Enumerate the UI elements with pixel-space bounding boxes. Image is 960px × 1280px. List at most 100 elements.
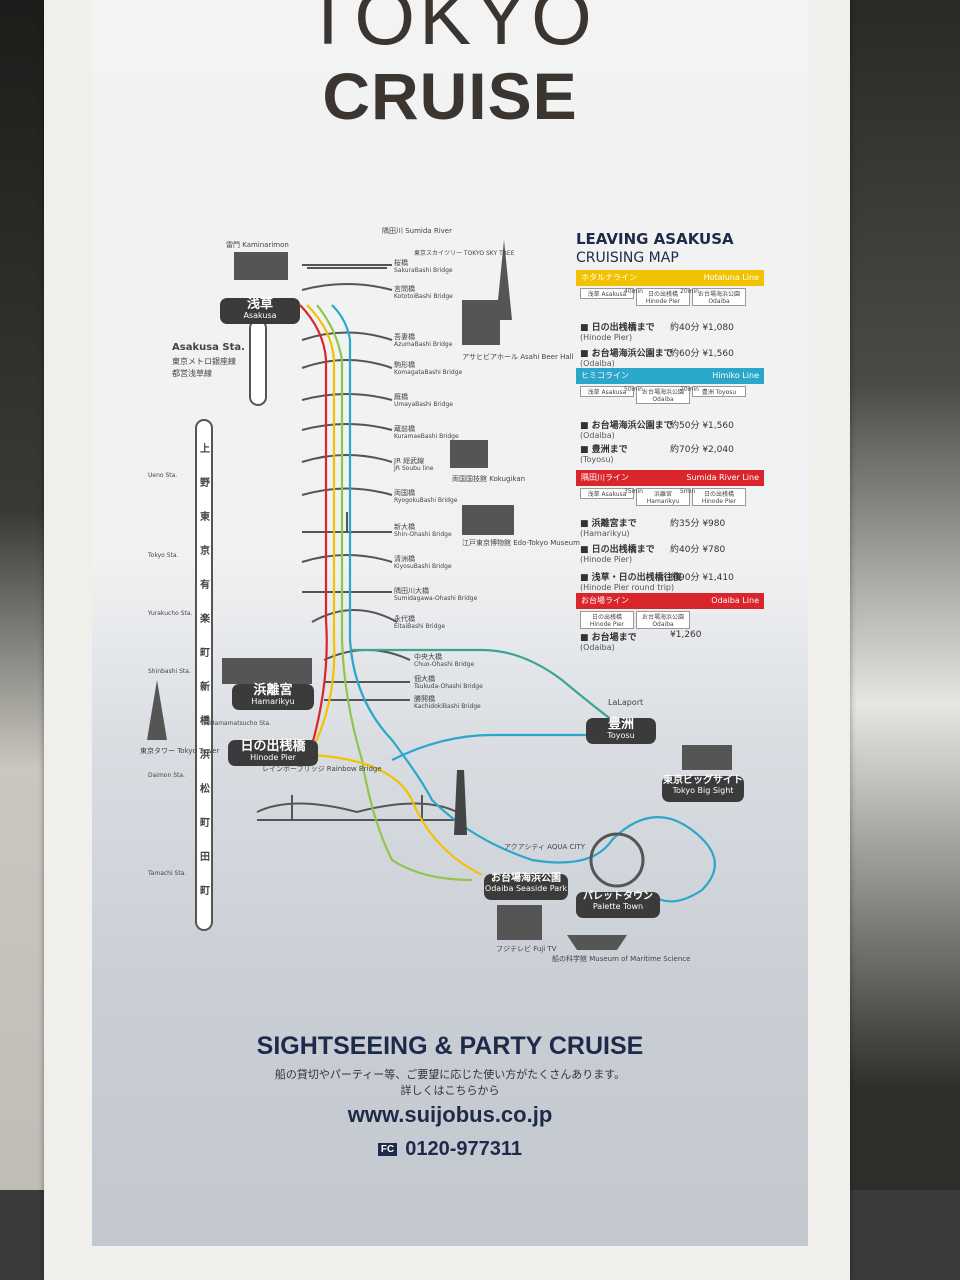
legend-time: 20min (680, 288, 699, 295)
label-asakusa-sta: Asakusa Sta. (172, 342, 245, 353)
fare-price: 約35分 ¥980 (670, 519, 726, 529)
bridge-label-en: KototoiBashi Bridge (394, 293, 453, 300)
phone-number: 0120-977311 (405, 1138, 523, 1160)
label-sumida: 隅田川 Sumida River (382, 227, 452, 235)
jr-station-char: 町 (200, 818, 210, 829)
website-url: www.suijobus.co.jp (347, 1102, 553, 1127)
label-kaminarimon: 雷門 Kaminarimon (226, 241, 289, 249)
label-asakusa-sta-jp2: 都営浅草線 (172, 369, 212, 378)
bridge-label-en: KomagataBashi Bridge (394, 369, 463, 376)
route-line-green (316, 304, 473, 882)
label-maritime: 船の科学館 Museum of Maritime Science (552, 955, 691, 963)
asakusa-line (249, 319, 267, 406)
statue-icon (454, 770, 467, 835)
fare-destination-en: (Toyosu) (580, 455, 614, 464)
station-hamarikyu: 浜離宮 Hamarikyu (232, 684, 314, 710)
jr-station-label: Daimon Sta. (148, 772, 185, 779)
label-tokyotower: 東京タワー Tokyo Tower (140, 747, 220, 755)
fare-row: ■ 浅草・日の出桟橋往復(Hinode Pier round trip) (580, 570, 682, 592)
bridge-label-en: SakuraBashi Bridge (394, 267, 453, 274)
bridge-label-en: RyogokuBashi Bridge (394, 497, 458, 504)
bottom-text-jp2: 詳しくはこちらから (400, 1084, 500, 1097)
fare-row: ■ お台場海浜公園まで(Odaiba) (580, 346, 673, 368)
label-aquacity: アクアシティ AQUA CITY (504, 843, 585, 851)
station-hinode: 日の出桟橋 Hinode Pier (228, 740, 318, 766)
fare-destination: ■ 豊洲まで (580, 445, 628, 455)
bridge-label-jp: 桜橋 (394, 259, 408, 267)
bridge-label-en: KuramaeBashi Bridge (394, 433, 459, 440)
legend-time: 20min (680, 386, 699, 393)
fare-destination-en: (Odaiba) (580, 359, 615, 368)
route-line-blue-toyosu (391, 733, 612, 761)
fare-price: ¥1,260 (670, 630, 702, 640)
jr-station-label: Shinbashi Sta. (148, 668, 191, 675)
jr-station-char: 田 (200, 852, 210, 863)
line-name: ヒミコライン (581, 371, 629, 380)
legend-stop: 浜離宮 Hamarikyu (636, 488, 690, 506)
bridge-icon (301, 283, 393, 291)
line-name: ホタルナライン (581, 273, 637, 282)
jr-station-char: 松 (200, 784, 210, 795)
station-asakusa: 浅草 Asakusa (220, 298, 300, 324)
legend-time: 35min (624, 488, 643, 495)
bridge-icon (302, 264, 392, 269)
bottom-headline: SIGHTSEEING & PARTY CRUISE (256, 1032, 644, 1060)
fare-destination: ■ お台場まで (580, 633, 637, 643)
bridge-icon (301, 487, 393, 496)
fare-price: 約70分 ¥2,040 (670, 445, 734, 455)
station-odaiba: お台場海浜公園 Odaiba Seaside Park (484, 873, 568, 900)
fare-destination-en: (Hinode Pier) (580, 555, 633, 564)
legend-stop: 浅草 Asakusa (580, 386, 634, 397)
jr-station-char: 町 (200, 648, 210, 659)
jr-station-label: Tokyo Sta. (148, 552, 179, 559)
route-line-yellow (306, 304, 483, 876)
route-line-teal (350, 648, 613, 721)
fare-destination-en: (Odaiba) (580, 643, 615, 652)
legend-heading2: CRUISING MAP (576, 250, 679, 266)
bridge-label-en: Sumidagawa-Ohashi Bridge (394, 595, 478, 602)
fare-price: 約50分 ¥1,560 (670, 421, 734, 431)
fare-destination: ■ 浜離宮まで (580, 519, 637, 529)
jr-station-char: 有 (200, 580, 210, 591)
label-kokugikan: 両国国技館 Kokugikan (452, 475, 526, 483)
fare-destination: ■ お台場海浜公園まで (580, 421, 673, 431)
jr-station-char: 楽 (200, 614, 210, 625)
bridge-label-en: Tsukuda-Ohashi Bridge (414, 683, 483, 690)
bridge-label-jp: 厩橋 (394, 393, 408, 401)
route-line-blue (331, 304, 716, 903)
bridge-label-en: EitaiBashi Bridge (394, 623, 446, 630)
bridge-label-en: KachidokiBashi Bridge (414, 703, 481, 710)
jr-station-char: 上 (200, 444, 210, 455)
asahi-icon (462, 300, 500, 345)
bridge-label-jp: 清洲橋 (394, 555, 415, 563)
fare-destination: ■ 日の出桟橋まで (580, 323, 655, 333)
bridge-label-en: JR Soubu line (394, 465, 434, 472)
legend-stop: お台場海浜公園 Odaiba (636, 386, 690, 404)
bridge-icons (256, 264, 458, 821)
jr-station-char: 浜 (200, 750, 210, 761)
fare-price: 約40分 ¥780 (670, 545, 726, 555)
fare-price: 約60分 ¥1,560 (670, 349, 734, 359)
fare-row: ■ 豊洲まで(Toyosu) (580, 442, 628, 464)
hamarikyu-icon (222, 658, 312, 684)
route-line-red (299, 304, 328, 746)
fare-row: ■ 日の出桟橋まで(Hinode Pier) (580, 542, 655, 564)
bridge-icon (323, 649, 411, 661)
jr-station-char: 新 (200, 682, 210, 693)
rainbow-bridge-icon (256, 795, 458, 821)
legend-time: 50min (624, 386, 643, 393)
bridge-icon (301, 393, 393, 401)
bridge-label-jp: JR 総武線 (394, 457, 425, 465)
line-name: お台場ライン (581, 596, 629, 605)
fare-destination-en: (Hinode Pier round trip) (580, 583, 675, 592)
station-toyosu: 豊洲 Toyosu (586, 718, 656, 744)
station-palette: パレットタウン Palette Town (576, 891, 660, 918)
bridge-label-jp: 蔵前橋 (394, 425, 415, 433)
bridge-icon (301, 423, 393, 431)
jr-station-label: Yurakucho Sta. (148, 610, 193, 617)
legend-stop: 浅草 Asakusa (580, 488, 634, 499)
kokugikan-icon (450, 440, 488, 468)
bridge-icon (301, 454, 393, 463)
bottom-text-jp1: 船の貸切やパーティー等、ご要望に応じた使い方がたくさんあります。 (274, 1068, 626, 1081)
